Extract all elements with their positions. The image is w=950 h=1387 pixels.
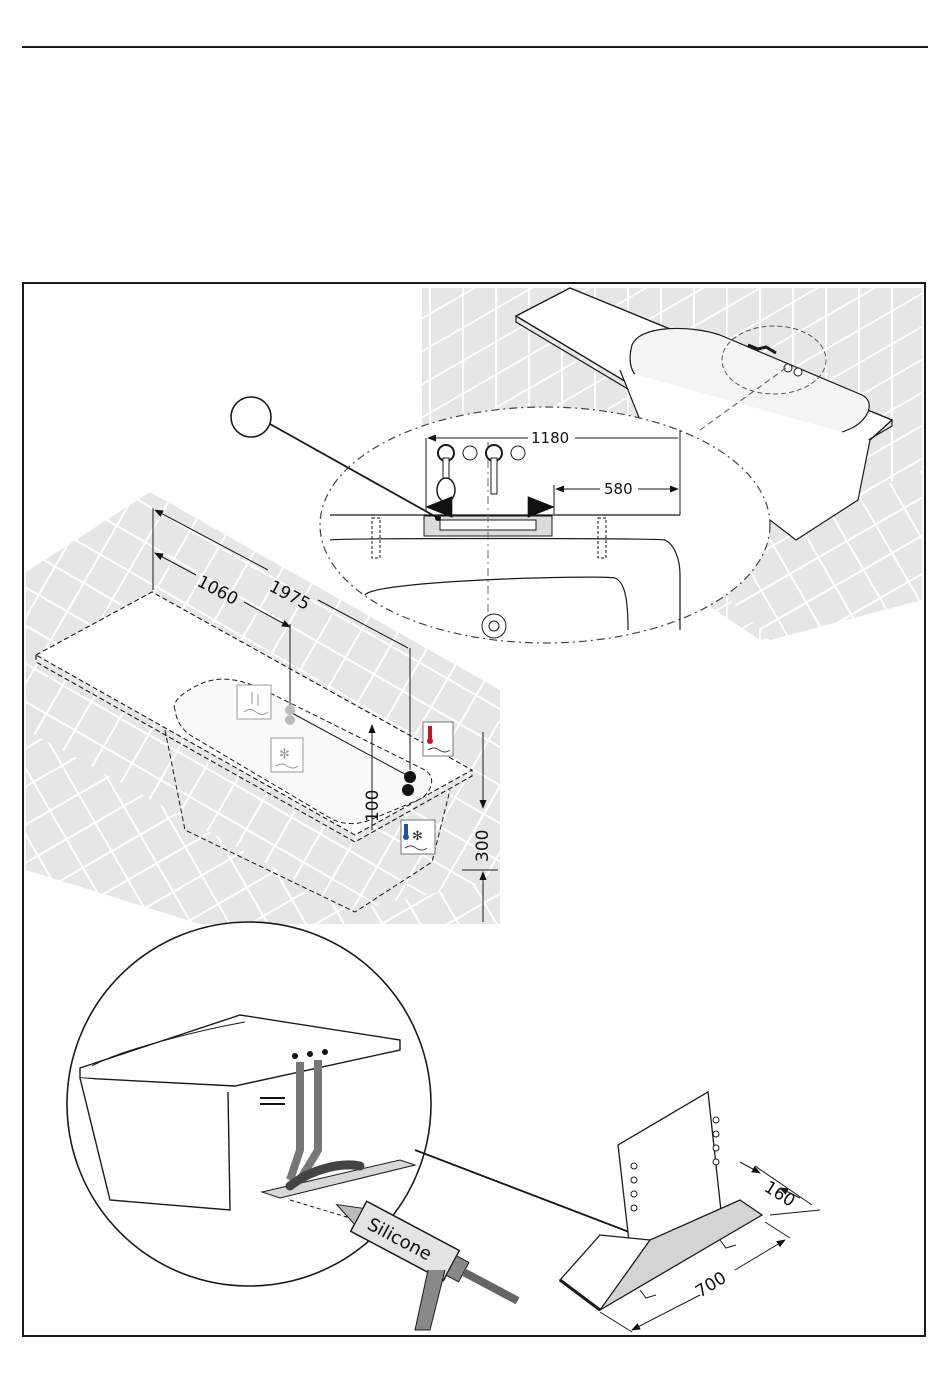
dim-rim-height: 300 xyxy=(473,830,493,862)
support-bracket-view: 160 700 xyxy=(560,1092,820,1332)
tub-hot-fill-icon xyxy=(237,685,271,719)
dim-overflow-height: 100 xyxy=(363,790,383,822)
hot-water-icon xyxy=(423,722,453,756)
dim-faucet-span: 1180 xyxy=(531,429,569,447)
callout-circle xyxy=(231,397,271,437)
svg-text:✻: ✻ xyxy=(279,747,290,762)
silicone-detail-view: Silicone xyxy=(67,922,526,1330)
svg-text:✻: ✻ xyxy=(412,829,423,844)
dim-support-width: 160 xyxy=(760,1177,798,1211)
dim-support-length: 700 xyxy=(692,1268,730,1302)
cold-water-icon: ✻ xyxy=(401,820,435,854)
detail-connector xyxy=(415,1150,650,1240)
tub-cold-fill-icon: ✻ xyxy=(271,738,303,772)
dim-faucet-offset: 580 xyxy=(604,480,633,498)
